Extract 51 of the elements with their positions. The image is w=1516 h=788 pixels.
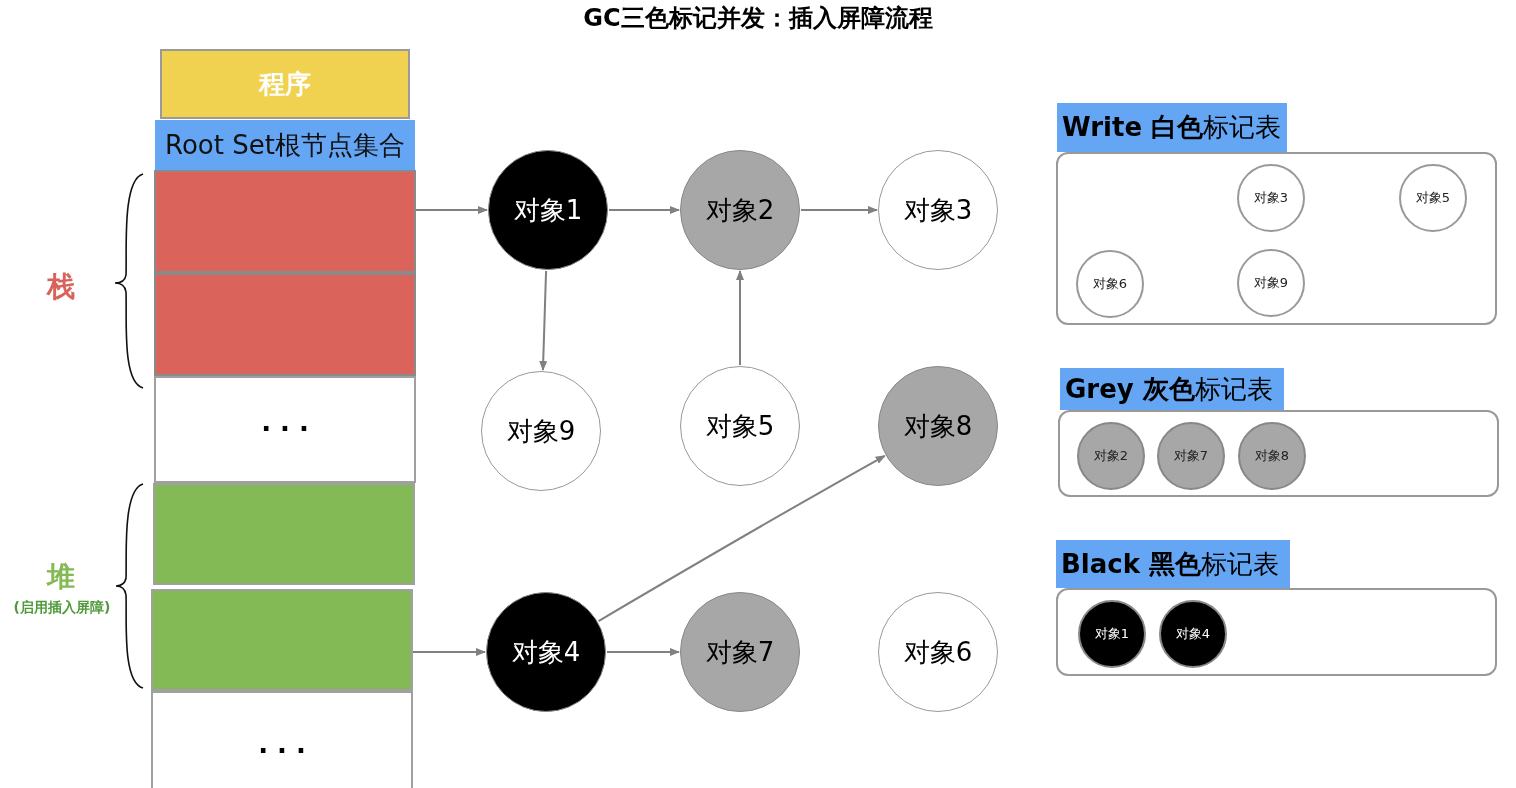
table-heading [1057,103,1287,152]
node-label: 对象3 [903,193,973,227]
node-label: 对象6 [1092,275,1128,294]
diagram-title: GC三色标记并发：插入屏障流程 [582,3,934,34]
node-label: Black 黑色标记表 [1061,547,1280,581]
node-label: Root Set根节点集合 [165,128,405,162]
arrow [539,269,548,372]
program-box [160,49,410,119]
node-label: 程序 [259,67,311,101]
node-label: 对象8 [1254,447,1290,466]
side-label: 堆 [45,559,76,595]
node-label: 对象4 [511,635,581,669]
node-label: Write 白色标记表 [1062,111,1282,144]
heap-slot [153,483,415,585]
node-label: 对象2 [705,193,775,227]
node-label: 对象1 [513,193,583,227]
arrow [415,206,488,214]
stack-slot [154,170,416,273]
root-set-box [155,120,415,170]
table-panel [1056,588,1497,676]
node-label: 对象5 [705,409,775,443]
node-label: 对象5 [1415,189,1451,208]
stack-slot [154,273,416,376]
arrow [597,454,886,623]
table-heading [1056,540,1290,588]
memory-slot [151,691,413,788]
heap-slot [151,589,413,691]
node-label: 对象6 [903,635,973,669]
ellipsis: · · · [261,413,309,446]
node-label: 对象9 [1253,274,1289,293]
node-label: 对象2 [1093,447,1129,466]
arrow [800,206,878,214]
table-panel [1056,152,1497,325]
arrow [412,648,486,656]
memory-slot [154,376,416,483]
side-label: 栈 [45,269,76,305]
node-label: 对象7 [705,635,775,669]
side-label: (启用插入屏障) [12,598,112,617]
node-label: 对象4 [1175,625,1211,644]
node-label: 对象8 [903,409,973,443]
node-label: 对象9 [506,414,576,448]
node-label: 对象3 [1253,189,1289,208]
arrow [608,206,680,214]
node-label: 对象1 [1094,625,1130,644]
node-label: 对象7 [1173,447,1209,466]
arrow [736,270,744,366]
ellipsis: · · · [258,734,306,768]
table-panel [1058,410,1499,497]
arrow [606,648,680,656]
node-label: Grey 灰色标记表 [1065,372,1273,406]
table-heading [1060,368,1284,410]
